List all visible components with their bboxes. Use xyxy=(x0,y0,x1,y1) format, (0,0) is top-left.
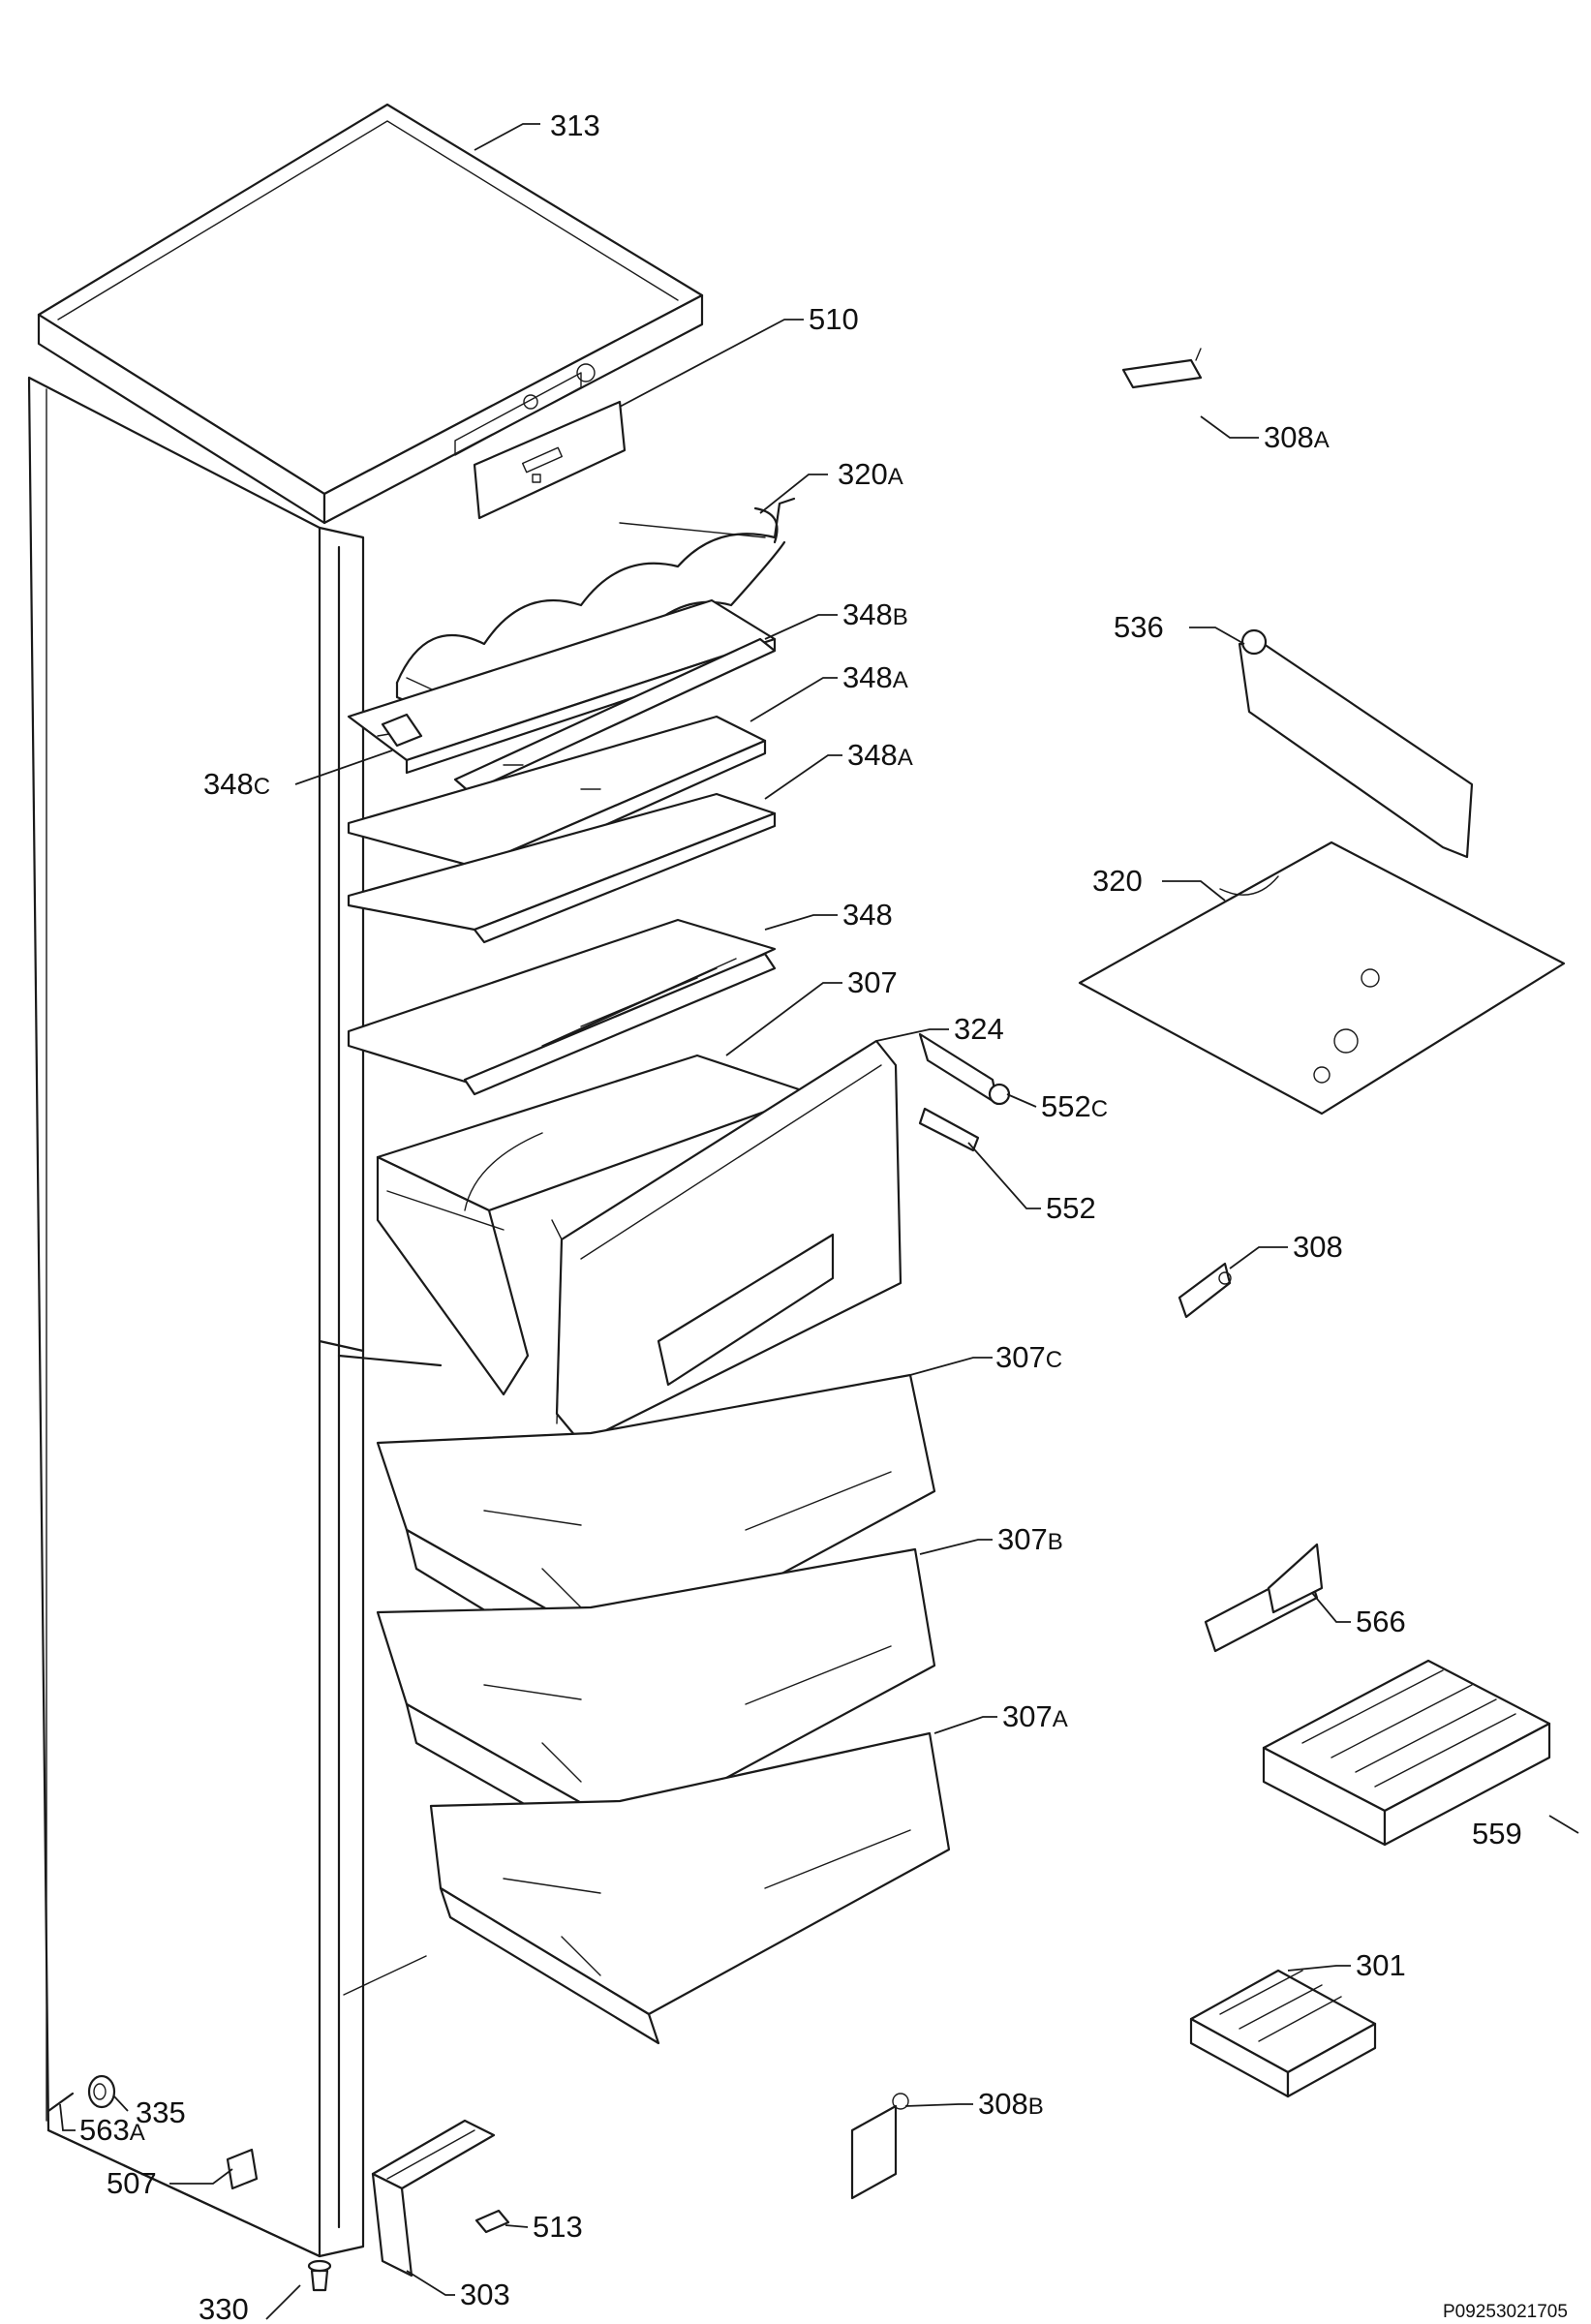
glass-shelf-348c xyxy=(381,713,423,748)
glass-plate-320 xyxy=(1078,841,1566,1116)
callout-566: 566 xyxy=(1356,1605,1406,1638)
leveling-foot-335 xyxy=(87,2074,116,2109)
callout-308a: 308A xyxy=(1264,420,1330,454)
drawing-code: P09253021705 xyxy=(1443,2302,1568,2322)
slide-rail-552c xyxy=(918,1032,1011,1106)
bottle-divider-536 xyxy=(1238,628,1474,859)
freezer-drawer-307a xyxy=(429,1731,951,2045)
callout-303: 303 xyxy=(460,2278,510,2311)
callout-563a: 563A xyxy=(79,2113,145,2147)
leader-lines xyxy=(59,123,1579,2320)
door-bracket-308 xyxy=(1178,1262,1232,1319)
callout-313: 313 xyxy=(550,108,600,142)
slide-rail-552 xyxy=(918,1107,980,1152)
hinge-308b xyxy=(850,2093,909,2200)
control-panel-insert xyxy=(473,400,627,520)
callout-307a: 307A xyxy=(1002,1699,1068,1733)
callout-348c: 348C xyxy=(203,767,270,801)
callout-348b: 348B xyxy=(842,597,908,631)
callout-301: 301 xyxy=(1356,1948,1406,1982)
clip-513 xyxy=(474,2209,510,2234)
callout-320: 320 xyxy=(1092,864,1143,898)
callout-513: 513 xyxy=(533,2210,583,2244)
cabinet-body xyxy=(27,376,443,2258)
pin-563a xyxy=(46,2092,75,2113)
callout-330: 330 xyxy=(199,2292,249,2324)
screw-330 xyxy=(307,2259,332,2292)
callout-348a-upper: 348A xyxy=(842,660,908,694)
callout-552: 552 xyxy=(1046,1191,1096,1225)
callout-507: 507 xyxy=(107,2166,157,2200)
callout-labels: 313 510 320A 348B 348A 348C 348A 348 307… xyxy=(79,108,1568,2324)
callout-348a-lower: 348A xyxy=(847,738,913,772)
callout-559: 559 xyxy=(1472,1817,1522,1850)
vented-shelf-348 xyxy=(347,918,777,1096)
callout-308b: 308B xyxy=(978,2087,1044,2121)
callout-307: 307 xyxy=(847,965,898,999)
glass-shelf-348b xyxy=(347,598,777,794)
callout-335: 335 xyxy=(136,2095,186,2129)
switch-507 xyxy=(226,2148,259,2190)
top-cover xyxy=(37,103,704,525)
ice-cube-tray-301 xyxy=(1189,1969,1377,2098)
callout-320a: 320A xyxy=(838,457,903,491)
callout-307c: 307C xyxy=(995,1340,1062,1374)
scraper-566 xyxy=(1204,1543,1324,1653)
base-grille-303 xyxy=(371,2119,496,2278)
ice-tray-container-559 xyxy=(1262,1659,1551,1847)
callout-307b: 307B xyxy=(997,1522,1063,1556)
callout-348: 348 xyxy=(842,898,893,932)
hinge-308a xyxy=(1121,348,1203,389)
callout-510: 510 xyxy=(809,302,859,336)
callout-536: 536 xyxy=(1114,610,1164,644)
glass-shelf-348a-lower xyxy=(347,792,777,944)
callout-308: 308 xyxy=(1293,1230,1343,1264)
callout-324: 324 xyxy=(954,1012,1004,1046)
callout-552c: 552C xyxy=(1041,1089,1108,1123)
